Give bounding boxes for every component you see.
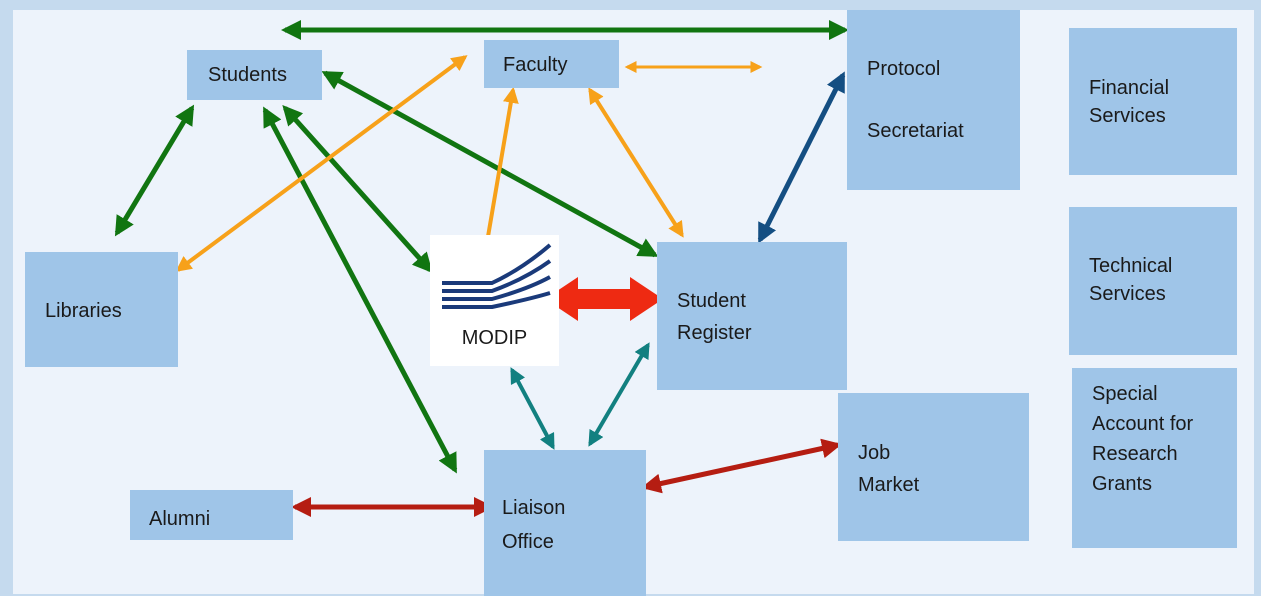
protocol-secretariat-box: Protocol Secretariat bbox=[847, 10, 1020, 190]
modip-label: MODIP bbox=[461, 327, 528, 349]
students-box: Students bbox=[187, 50, 322, 100]
secretariat-label: Secretariat bbox=[867, 120, 964, 142]
arrow-faculty-modip bbox=[478, 86, 519, 264]
arrow-liaison-jobmarket bbox=[641, 438, 842, 494]
financial-label-2: Services bbox=[1089, 105, 1166, 127]
technical-label-1: Technical bbox=[1089, 255, 1173, 277]
arrow-register-protocol bbox=[757, 71, 846, 244]
job-market-label-2: Market bbox=[858, 474, 920, 496]
job-market-box: Job Market bbox=[838, 393, 1029, 541]
arrow-students-liaison bbox=[262, 106, 458, 474]
student-register-label-1: Student bbox=[677, 290, 746, 312]
liaison-label-2: Office bbox=[502, 531, 554, 553]
special-label-4: Grants bbox=[1092, 473, 1153, 495]
technical-label-2: Services bbox=[1089, 283, 1166, 305]
special-label-1: Special bbox=[1092, 383, 1158, 405]
students-label: Students bbox=[208, 64, 287, 86]
financial-services-box: Financial Services bbox=[1069, 28, 1237, 175]
special-label-2: Account for bbox=[1092, 413, 1194, 435]
faculty-box: Faculty bbox=[484, 40, 619, 88]
modip-box: MODIP bbox=[430, 235, 559, 366]
financial-label-1: Financial bbox=[1089, 77, 1170, 99]
student-register-box: Student Register bbox=[657, 242, 847, 390]
arrow-faculty-libraries bbox=[175, 55, 468, 272]
special-label-3: Research bbox=[1092, 443, 1178, 465]
protocol-label: Protocol bbox=[867, 58, 941, 80]
alumni-box: Alumni bbox=[130, 490, 293, 540]
faculty-label: Faculty bbox=[503, 54, 568, 76]
arrow-modip-liaison bbox=[510, 367, 555, 450]
alumni-label: Alumni bbox=[149, 508, 211, 530]
technical-services-box: Technical Services bbox=[1069, 207, 1237, 355]
liaison-office-box: Liaison Office bbox=[484, 450, 646, 596]
student-register-label-2: Register bbox=[677, 322, 752, 344]
job-market-label-1: Job bbox=[858, 442, 891, 464]
liaison-label-1: Liaison bbox=[502, 497, 566, 519]
arrow-modip-register bbox=[545, 277, 663, 321]
arrow-register-liaison bbox=[588, 342, 650, 447]
modip-logo-icon bbox=[442, 243, 552, 309]
libraries-box: Libraries bbox=[25, 252, 178, 367]
libraries-label: Libraries bbox=[45, 300, 122, 322]
arrow-faculty-register bbox=[588, 87, 684, 238]
special-account-box: Special Account for Research Grants bbox=[1072, 368, 1237, 548]
arrow-students-libraries bbox=[114, 104, 195, 237]
